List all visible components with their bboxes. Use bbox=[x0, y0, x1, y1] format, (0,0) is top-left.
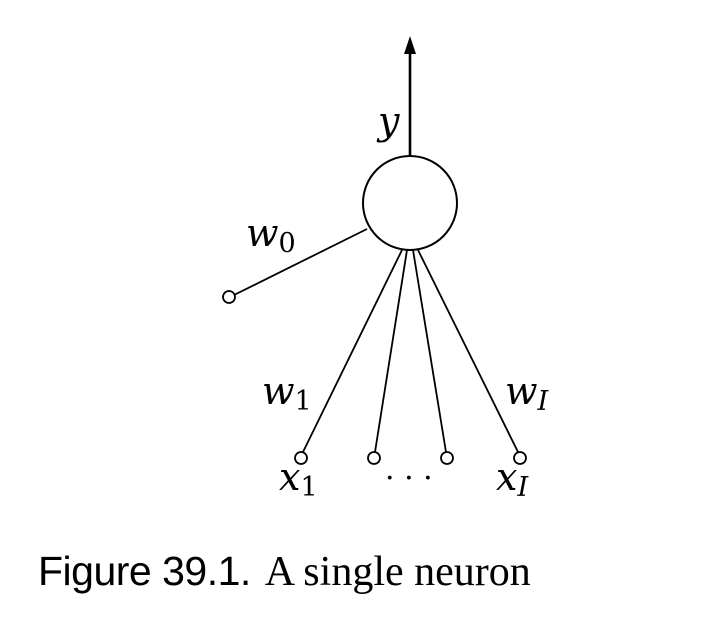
input-label-1: x1 bbox=[279, 455, 318, 503]
input-node-2 bbox=[367, 451, 381, 465]
input-ellipsis: · · · bbox=[385, 461, 433, 496]
output-arrowhead bbox=[404, 36, 416, 54]
output-label: y bbox=[376, 99, 400, 143]
input-node-4 bbox=[513, 451, 527, 465]
input-label-I: xI bbox=[496, 455, 529, 503]
figure-caption: Figure 39.1. A single neuron bbox=[38, 548, 531, 596]
input-connection-3 bbox=[412, 249, 447, 453]
caption-text: A single neuron bbox=[264, 549, 531, 595]
weight-label-I: wI bbox=[505, 369, 550, 417]
input-connection-1 bbox=[302, 249, 403, 453]
input-node-1 bbox=[294, 451, 308, 465]
bias-input-node bbox=[222, 290, 236, 304]
caption-label: Figure 39.1. bbox=[38, 548, 251, 594]
bias-connection bbox=[233, 228, 368, 296]
input-connection-4 bbox=[417, 249, 519, 453]
input-node-3 bbox=[440, 451, 454, 465]
bias-weight-label: w0 bbox=[246, 211, 296, 259]
weight-label-1: w1 bbox=[262, 369, 312, 417]
neuron-node bbox=[362, 155, 458, 251]
input-connection-2 bbox=[374, 249, 408, 453]
